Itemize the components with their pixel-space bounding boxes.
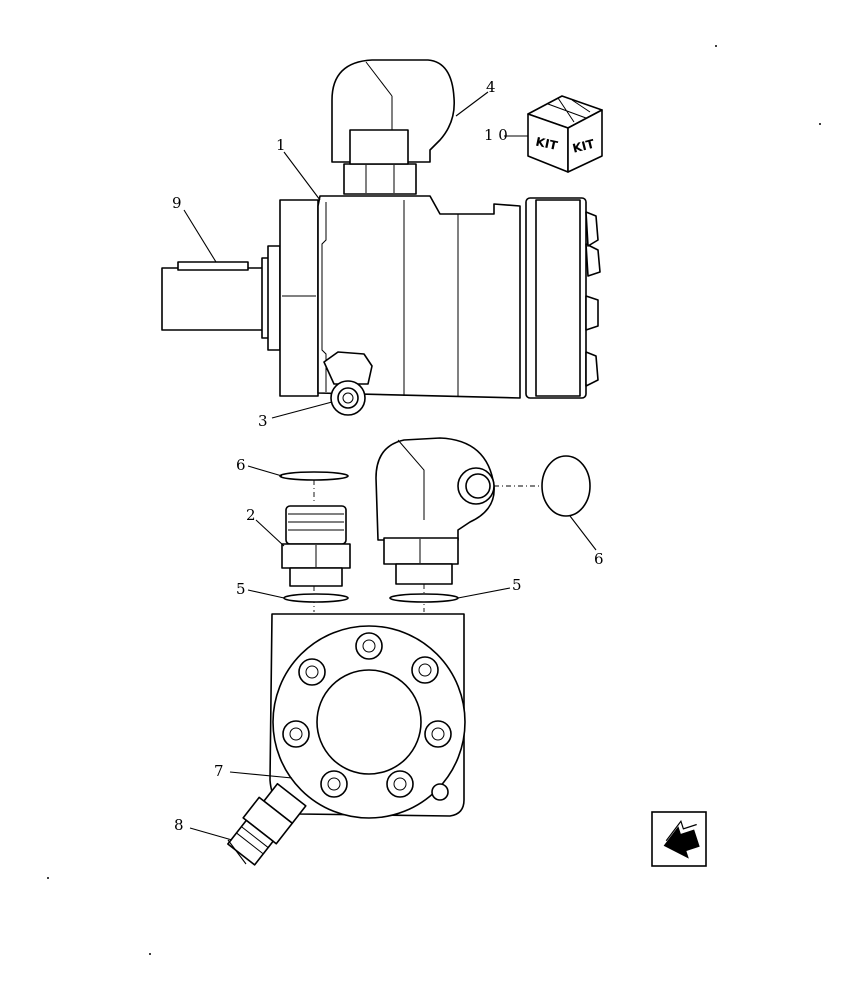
- o-ring-top-left: [279, 471, 349, 481]
- callout-2: 2: [246, 506, 256, 524]
- callout-9: 9: [172, 194, 182, 212]
- leader-lines: [183, 91, 597, 865]
- callout-5-right: 5: [512, 576, 522, 594]
- callout-3: 3: [258, 412, 268, 430]
- elbow-fitting-middle: [375, 437, 495, 585]
- o-ring-large: [541, 455, 591, 517]
- o-ring-bottom-left: [283, 593, 349, 603]
- motor-side-view: [161, 59, 601, 416]
- callout-4: 4: [486, 78, 496, 96]
- kit-box-icon: KIT KIT: [527, 95, 603, 173]
- end-view-center-bore: [316, 669, 422, 775]
- back-arrow-icon[interactable]: [651, 811, 707, 867]
- callout-8: 8: [174, 816, 184, 834]
- top-fitting-nut: [343, 163, 417, 195]
- motor-shaft: [161, 245, 281, 351]
- kit-label-right: KIT: [571, 137, 596, 156]
- motor-end-view: [227, 613, 466, 866]
- straight-fitting: [281, 505, 351, 587]
- mounting-flange: [279, 199, 319, 397]
- callout-labels: 1 2 3 4 5 5 6 6 7 8 9 1 0: [172, 78, 604, 834]
- flange-bolts: [282, 632, 452, 798]
- callout-6-right: 6: [594, 550, 604, 568]
- callout-10: 1 0: [484, 126, 508, 144]
- callout-7: 7: [214, 762, 224, 780]
- callout-6-left: 6: [236, 456, 246, 474]
- motor-body: [317, 195, 521, 399]
- angled-plug: [227, 782, 307, 866]
- kit-label-left: KIT: [534, 135, 559, 153]
- end-cap-bolts: [585, 211, 601, 387]
- callout-5-left: 5: [236, 580, 246, 598]
- o-ring-bottom-right: [389, 593, 459, 603]
- side-plug: [323, 351, 373, 416]
- callout-1: 1: [276, 136, 286, 154]
